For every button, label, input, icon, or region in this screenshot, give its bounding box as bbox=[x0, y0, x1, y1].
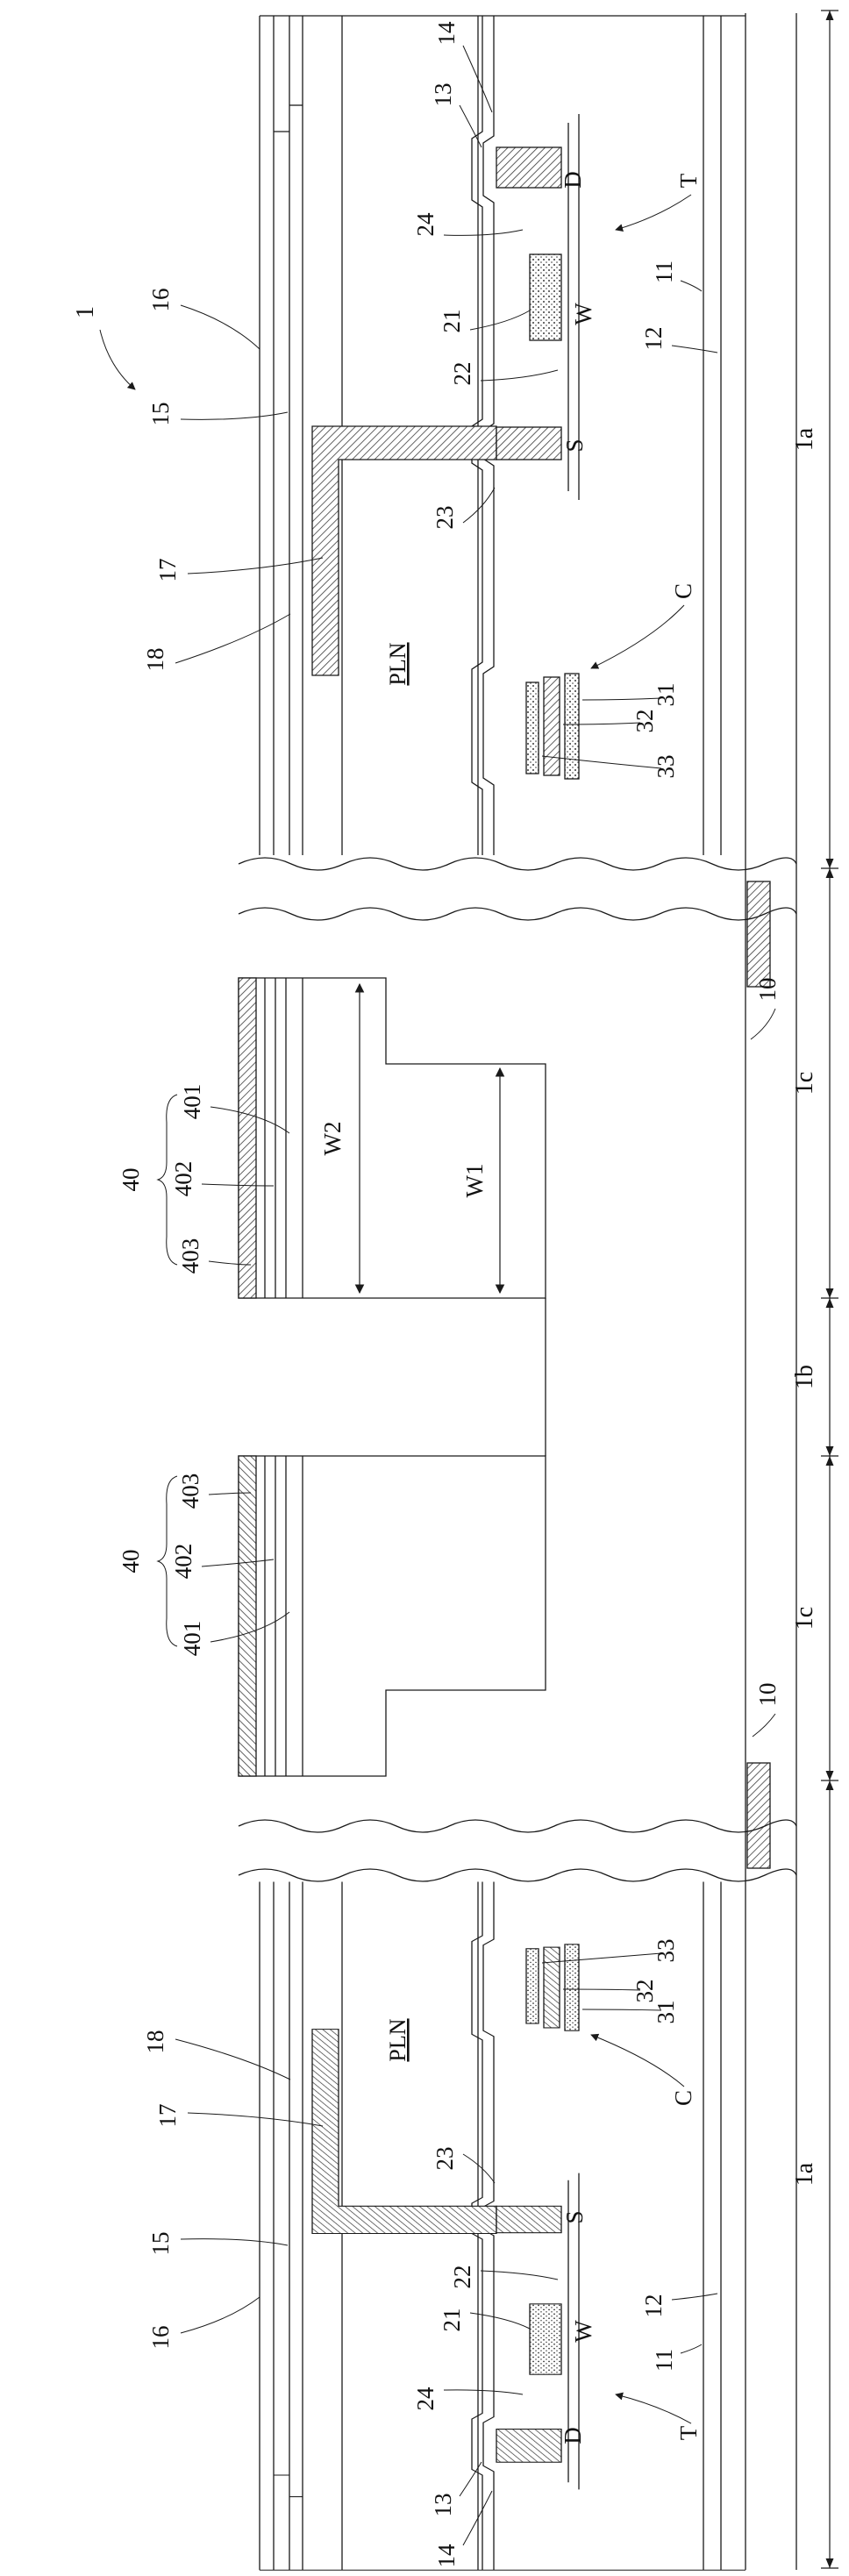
label-W-bottom: W bbox=[570, 2320, 596, 2343]
substrate-layer bbox=[745, 13, 797, 2570]
label-C-bottom: C bbox=[670, 2090, 696, 2106]
label-W2: W2 bbox=[319, 1122, 346, 1156]
label-401-upper: 401 bbox=[179, 1084, 205, 1120]
figure-ref-label: 1 bbox=[72, 306, 99, 318]
substrate-contact-bar-top bbox=[746, 881, 771, 988]
label-402-lower: 402 bbox=[170, 1544, 196, 1580]
label-16-bottom: 16 bbox=[147, 2326, 174, 2350]
label-32-bottom: 32 bbox=[631, 1980, 658, 2003]
label-40-upper: 40 bbox=[118, 1168, 144, 1192]
label-11-bottom: 11 bbox=[651, 2349, 677, 2372]
label-17-bottom: 17 bbox=[154, 2104, 181, 2128]
label-24-bottom: 24 bbox=[412, 2387, 439, 2411]
break-lines bbox=[238, 857, 797, 1882]
label-14-bottom: 14 bbox=[433, 2544, 460, 2568]
label-S-top: S bbox=[561, 439, 588, 452]
label-W-top: W bbox=[570, 303, 596, 325]
label-15-bottom: 15 bbox=[147, 2232, 174, 2256]
label-40-lower: 40 bbox=[118, 1550, 144, 1573]
label-22-bottom: 22 bbox=[449, 2266, 475, 2289]
brace-40-lower bbox=[156, 1475, 178, 1647]
label-23-top: 23 bbox=[432, 506, 458, 530]
label-T-bottom: T bbox=[675, 2425, 702, 2440]
label-401-lower: 401 bbox=[179, 1621, 205, 1657]
section-label-1b: 1b bbox=[791, 1365, 818, 1389]
section-label-1c-lower: 1c bbox=[791, 1607, 818, 1630]
section-dimension-bar bbox=[821, 10, 838, 2569]
label-16-top: 16 bbox=[147, 289, 174, 312]
label-11-top: 11 bbox=[651, 260, 677, 283]
label-33-top: 33 bbox=[653, 755, 679, 779]
label-403-upper: 403 bbox=[177, 1238, 203, 1274]
label-C-top: C bbox=[670, 583, 696, 599]
label-10-upper: 10 bbox=[754, 978, 781, 1002]
label-33-bottom: 33 bbox=[653, 1939, 679, 1963]
leader-lines-top bbox=[175, 45, 718, 769]
label-32-top: 32 bbox=[631, 710, 658, 733]
label-31-bottom: 31 bbox=[653, 2001, 679, 2024]
label-13-bottom: 13 bbox=[430, 2494, 456, 2517]
leader-lines-steps bbox=[201, 1008, 776, 1738]
leader-lines-bottom bbox=[175, 1952, 718, 2546]
label-15-top: 15 bbox=[147, 403, 174, 426]
label-14-top: 14 bbox=[433, 21, 460, 46]
label-22-top: 22 bbox=[449, 362, 475, 386]
label-21-top: 21 bbox=[439, 310, 465, 333]
label-17-top: 17 bbox=[154, 559, 181, 582]
figure-ref-arrow bbox=[99, 329, 136, 390]
label-W1: W1 bbox=[461, 1164, 488, 1198]
label-31-top: 31 bbox=[653, 683, 679, 707]
width-dimension-arrows bbox=[354, 982, 505, 1295]
label-10-lower: 10 bbox=[754, 1683, 781, 1707]
label-D-bottom: D bbox=[560, 2427, 586, 2444]
label-12-top: 12 bbox=[640, 327, 667, 351]
section-label-1a-top: 1a bbox=[791, 427, 818, 451]
section-label-1c-upper: 1c bbox=[791, 1072, 818, 1095]
label-18-top: 18 bbox=[142, 648, 168, 672]
label-23-bottom: 23 bbox=[432, 2147, 458, 2171]
label-D-top: D bbox=[560, 171, 586, 189]
label-403-lower: 403 bbox=[177, 1474, 203, 1509]
label-12-bottom: 12 bbox=[640, 2294, 667, 2318]
section-label-1a-bottom: 1a bbox=[791, 2162, 818, 2186]
label-T-top: T bbox=[675, 173, 702, 188]
brace-40-upper bbox=[156, 1094, 178, 1266]
device-cross-section-bottom bbox=[259, 1880, 746, 2571]
label-PLN-top: PLN bbox=[385, 642, 410, 685]
device-cross-section-top bbox=[259, 15, 746, 856]
label-24-top: 24 bbox=[412, 212, 439, 237]
label-21-bottom: 21 bbox=[439, 2308, 465, 2332]
label-S-bottom: S bbox=[561, 2210, 588, 2223]
label-PLN-bottom: PLN bbox=[385, 2018, 410, 2061]
label-18-bottom: 18 bbox=[142, 2030, 168, 2054]
label-13-top: 13 bbox=[430, 83, 456, 107]
substrate-contact-bar-bottom bbox=[746, 1762, 771, 1869]
label-402-upper: 402 bbox=[170, 1161, 196, 1197]
